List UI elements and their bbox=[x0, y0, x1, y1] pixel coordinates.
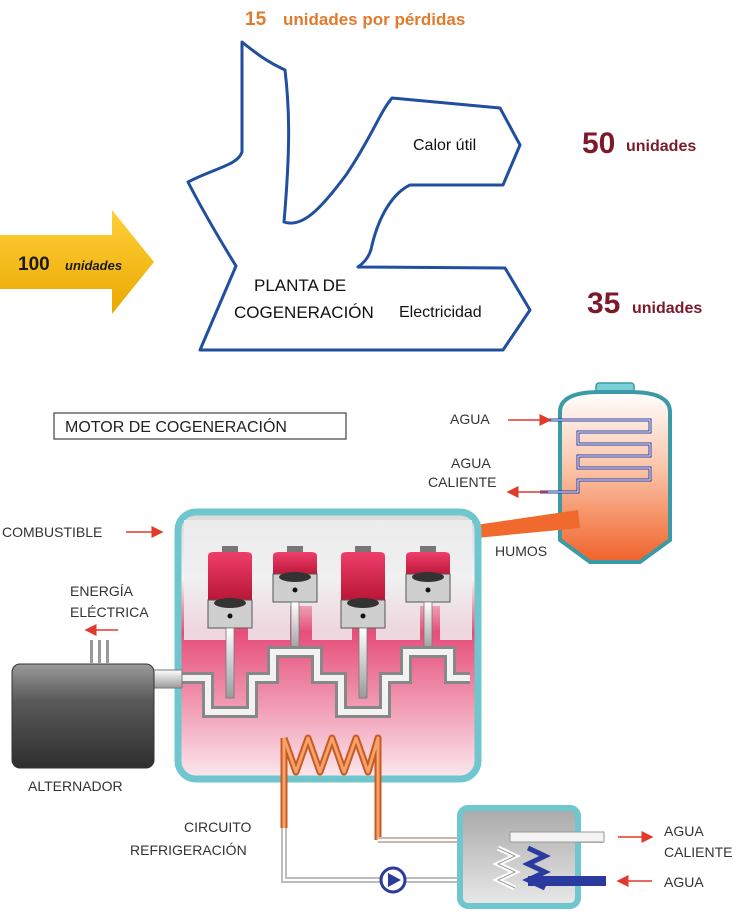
hx-water-label: AGUA bbox=[664, 874, 704, 890]
engine-cylinders bbox=[207, 546, 451, 699]
hot-water-label-line1: AGUA bbox=[451, 455, 491, 471]
heat-output-value: 50 bbox=[582, 127, 615, 160]
input-arrow bbox=[0, 210, 154, 314]
electricity-output-unit: unidades bbox=[632, 300, 702, 317]
fumes-label: HUMOS bbox=[495, 543, 547, 559]
hot-water-label-line2: CALIENTE bbox=[428, 474, 496, 490]
losses-unit: unidades por pérdidas bbox=[283, 10, 465, 29]
electricity-label: Electricidad bbox=[399, 304, 482, 321]
electricity-output-value: 35 bbox=[587, 287, 620, 320]
fuel-label: COMBUSTIBLE bbox=[2, 524, 102, 540]
engine-section: MOTOR DE COGENERACIÓN AGUA AGUA CALIENTE… bbox=[2, 382, 732, 909]
input-unit: unidades bbox=[65, 258, 122, 273]
hx-hot-water-label-line2: CALIENTE bbox=[664, 844, 732, 860]
engine-title-box bbox=[53, 412, 347, 440]
plant-label-line1: PLANTA DE bbox=[254, 276, 346, 295]
input-value: 100 bbox=[18, 254, 50, 275]
circuit-label-line1: CIRCUITO bbox=[184, 819, 252, 835]
heat-exchanger bbox=[457, 805, 606, 909]
hx-hot-water-label-line1: AGUA bbox=[664, 823, 704, 839]
circuit-label-line2: REFRIGERACIÓN bbox=[130, 842, 247, 858]
losses-value: 15 bbox=[245, 9, 267, 30]
heat-label: Calor útil bbox=[413, 137, 476, 154]
engine-title: MOTOR DE COGENERACIÓN bbox=[65, 417, 287, 436]
sankey-section: 15 unidades por pérdidas 100 unidades PL… bbox=[0, 9, 702, 352]
circulation-pump-icon bbox=[379, 866, 407, 894]
heat-recovery-boiler bbox=[540, 382, 672, 564]
exhaust-duct bbox=[455, 510, 580, 540]
sankey-flow-outline bbox=[186, 40, 532, 352]
energy-label-line1: ENERGÍA bbox=[70, 583, 134, 599]
energy-label-line2: ELÉCTRICA bbox=[70, 604, 149, 620]
alternator bbox=[11, 640, 183, 769]
water-in-label: AGUA bbox=[450, 411, 490, 427]
heat-output-unit: unidades bbox=[626, 138, 696, 155]
alternator-label: ALTERNADOR bbox=[28, 778, 123, 794]
plant-label-line2: COGENERACIÓN bbox=[234, 303, 374, 322]
